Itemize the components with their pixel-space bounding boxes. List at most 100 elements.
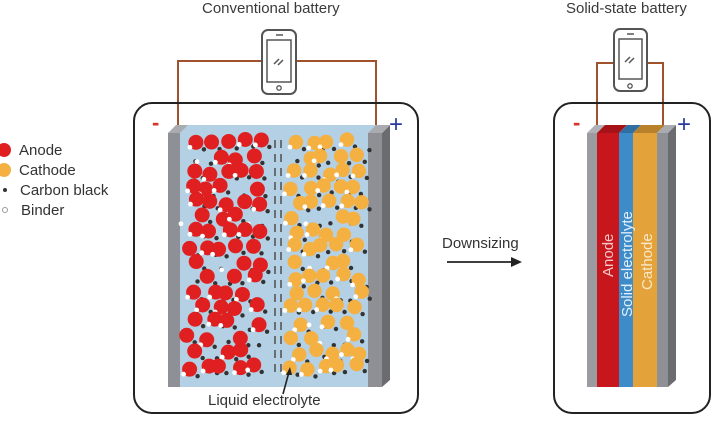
solid-electrolyte-layer-label: Solid electrolyte bbox=[619, 211, 636, 317]
legend-label: Binder bbox=[21, 201, 65, 219]
binder-particle bbox=[350, 282, 356, 288]
binder-particle bbox=[211, 188, 217, 193]
anode-particle bbox=[237, 222, 253, 238]
anode-particle bbox=[201, 223, 217, 239]
cathode-particle bbox=[339, 132, 355, 147]
binder-particle bbox=[200, 233, 205, 239]
carbon-black-particle bbox=[359, 339, 365, 344]
anode-particle bbox=[215, 211, 231, 227]
anode-particle bbox=[179, 327, 195, 343]
cathode-particle bbox=[339, 315, 355, 331]
anode-particle bbox=[218, 197, 234, 213]
cathode-particle bbox=[349, 356, 364, 372]
cathode-particle bbox=[354, 195, 369, 210]
carbon-black-particle bbox=[328, 280, 334, 285]
cathode-particle bbox=[286, 163, 302, 178]
legend-item-anode: Anode bbox=[0, 140, 108, 160]
legend-item-carbon-black: Carbon black bbox=[0, 180, 108, 200]
solid-state-battery-title: Solid-state battery bbox=[566, 0, 687, 17]
carbon-black-particle bbox=[334, 205, 340, 210]
cathode-particle bbox=[321, 193, 337, 208]
carbon-black-particle bbox=[301, 284, 306, 289]
binder-particle bbox=[296, 307, 302, 313]
anode-particle bbox=[249, 297, 265, 313]
binder-particle bbox=[181, 371, 186, 377]
carbon-black-particle bbox=[362, 368, 367, 374]
binder-particle bbox=[218, 322, 224, 328]
anode-particle bbox=[222, 222, 238, 238]
carbon-black-particle bbox=[302, 237, 307, 242]
anode-particle bbox=[251, 317, 267, 333]
binder-particle bbox=[314, 307, 320, 313]
binder-particle bbox=[236, 142, 242, 147]
anode-particle bbox=[187, 343, 203, 359]
binder-particle bbox=[200, 368, 206, 374]
carbon-black-particle bbox=[306, 207, 311, 213]
legend-item-cathode: Cathode bbox=[0, 160, 108, 180]
cathode-particle bbox=[304, 331, 319, 346]
carbon-black-particle bbox=[192, 340, 197, 345]
anode-layer bbox=[597, 133, 619, 387]
anode-particle bbox=[213, 149, 229, 165]
cathode-particle bbox=[347, 299, 362, 315]
carbon-black-particle bbox=[333, 326, 339, 332]
cathode-particle bbox=[335, 253, 351, 269]
carbon-black-particle bbox=[328, 221, 333, 226]
carbon-black-particle bbox=[348, 265, 354, 271]
anode-particle bbox=[221, 133, 237, 149]
anode-particle bbox=[246, 357, 262, 373]
anode-particle bbox=[253, 132, 269, 148]
binder-particle bbox=[281, 370, 287, 376]
carbon-black-particle bbox=[261, 279, 266, 285]
cathode-particle bbox=[309, 342, 324, 358]
binder-particle bbox=[320, 203, 326, 209]
cathode-particle bbox=[288, 272, 303, 287]
carbon-black-particle bbox=[224, 254, 229, 259]
carbon-black-particle bbox=[213, 281, 218, 286]
carbon-black-particle bbox=[359, 223, 364, 228]
anode-particle bbox=[198, 181, 214, 197]
carbon-black-particle bbox=[296, 342, 302, 348]
binder-particle bbox=[348, 247, 354, 253]
carbon-black-particle bbox=[195, 373, 200, 379]
carbon-black-particle bbox=[263, 309, 268, 314]
cathode-layer bbox=[633, 133, 657, 387]
carbon-black-particle bbox=[265, 209, 270, 214]
binder-particle bbox=[185, 294, 191, 300]
binder-particle bbox=[299, 372, 304, 377]
carbon-black-particle bbox=[225, 190, 231, 195]
anode-particle bbox=[252, 196, 268, 212]
anode-particle bbox=[237, 131, 253, 147]
carbon-black-particle bbox=[214, 235, 219, 241]
phone-icon bbox=[613, 28, 648, 92]
carbon-black-particle bbox=[367, 296, 372, 301]
binder-particle bbox=[178, 221, 184, 227]
anode-particle bbox=[213, 299, 229, 315]
cathode-particle bbox=[312, 148, 328, 164]
downsizing-label: Downsizing bbox=[442, 235, 519, 252]
carbon-black-particle bbox=[195, 279, 200, 284]
anode-particle bbox=[227, 206, 243, 222]
binder-particle bbox=[304, 232, 310, 237]
carbon-black-particle bbox=[259, 251, 264, 256]
carbon-black-particle bbox=[246, 372, 251, 377]
anode-particle bbox=[187, 311, 203, 327]
anode-particle bbox=[247, 267, 263, 283]
anode-particle bbox=[237, 194, 253, 210]
legend-label: Anode bbox=[19, 141, 63, 159]
anode-particles bbox=[178, 131, 272, 379]
anode-particle bbox=[188, 134, 204, 150]
binder-particle bbox=[285, 173, 291, 178]
anode-particle bbox=[188, 191, 204, 207]
anode-particle bbox=[249, 181, 265, 197]
carbon-black-particle bbox=[260, 160, 265, 166]
binder-particle bbox=[300, 278, 306, 284]
anode-particle bbox=[182, 240, 198, 256]
anode-particle bbox=[199, 268, 215, 284]
cathode-particle bbox=[315, 268, 331, 283]
cathode-particle bbox=[333, 179, 349, 194]
carbon-black-particle bbox=[256, 343, 262, 348]
carbon-black-particle bbox=[224, 370, 229, 376]
arrow-head-icon bbox=[511, 257, 522, 267]
anode-particle bbox=[234, 286, 250, 302]
